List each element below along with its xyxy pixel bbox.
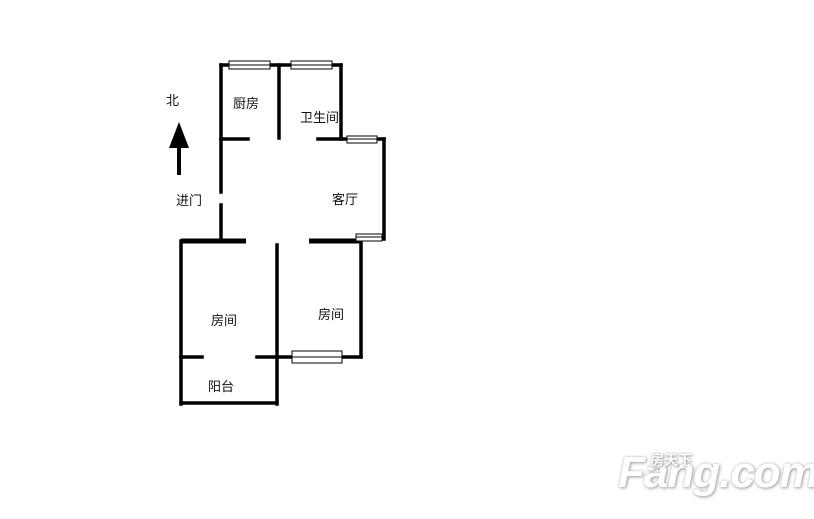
room-bedroom-left: 房间 xyxy=(211,314,238,329)
room-living: 客厅 xyxy=(332,193,359,208)
room-bathroom: 卫生间 xyxy=(300,111,340,126)
room-entrance: 进门 xyxy=(176,194,203,209)
watermark-cn: 房天下 xyxy=(650,453,692,469)
room-balcony: 阳台 xyxy=(208,380,235,395)
compass-label: 北 xyxy=(166,94,180,109)
room-bedroom-right: 房间 xyxy=(318,308,345,323)
watermark-en: Fang.com xyxy=(618,448,814,497)
room-kitchen: 厨房 xyxy=(233,97,260,112)
north-arrow-icon xyxy=(169,122,189,175)
watermark-logo: Fang.com 房天下 xyxy=(618,448,814,498)
